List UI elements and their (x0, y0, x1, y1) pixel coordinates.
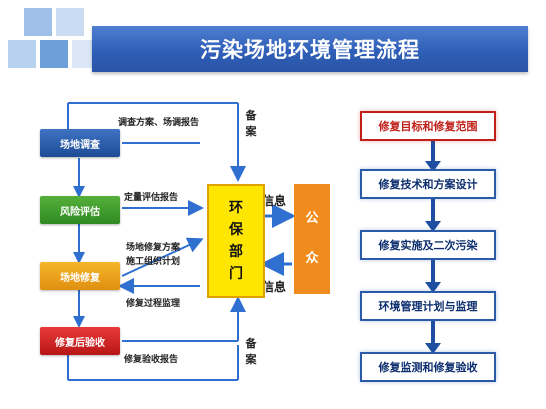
title-bar: 污染场地环境管理流程 (92, 26, 528, 72)
env-department-label: 环保部门 (229, 200, 243, 282)
label-info-bottom: 信息 (262, 280, 287, 294)
step-site-remediation: 场地修复 (40, 262, 120, 290)
right-step-3: 修复实施及二次污染 (360, 230, 496, 260)
page-title: 污染场地环境管理流程 (200, 37, 420, 62)
label-filing-bottom: 备案 (245, 337, 257, 366)
label-info-top: 信息 (262, 194, 287, 208)
step-label: 场地调查 (60, 139, 100, 151)
step-risk-assessment: 风险评估 (40, 196, 120, 224)
label-acceptance-report: 修复验收报告 (124, 355, 179, 365)
step-label: 场地修复 (60, 272, 100, 284)
decor-square-2 (56, 8, 84, 36)
label-filing-top: 备案 (245, 109, 257, 138)
right-step-4: 环境管理计划与监理 (360, 291, 496, 321)
label-process-monitor: 修复过程监理 (126, 299, 181, 309)
right-step-label: 修复实施及二次污染 (378, 239, 478, 252)
right-step-label: 修复目标和修复范围 (378, 120, 478, 133)
label-risk-report: 定量评估报告 (124, 193, 179, 203)
public-label: 公众 (305, 211, 319, 266)
right-step-label: 修复技术和方案设计 (378, 178, 478, 191)
label-plan-1: 场地修复方案 (126, 243, 181, 253)
right-step-label: 修复监测和修复验收 (378, 361, 478, 374)
env-department-box: 环保部门 (207, 184, 265, 298)
decor-square-5 (72, 40, 92, 68)
decor-square-4 (40, 40, 68, 68)
public-box: 公众 (294, 184, 330, 294)
step-post-remediation-acceptance: 修复后验收 (40, 327, 120, 355)
right-step-label: 环境管理计划与监理 (378, 300, 478, 313)
step-site-investigation: 场地调查 (40, 129, 120, 157)
step-label: 修复后验收 (55, 337, 105, 349)
right-step-1: 修复目标和修复范围 (360, 111, 496, 141)
right-step-5: 修复监测和修复验收 (360, 352, 496, 382)
label-plan-2: 施工组织计划 (126, 257, 181, 267)
right-step-2: 修复技术和方案设计 (360, 169, 496, 199)
label-survey-report: 调查方案、场调报告 (118, 118, 200, 128)
step-label: 风险评估 (60, 206, 100, 218)
decor-square-1 (24, 8, 52, 36)
decor-square-3 (8, 40, 36, 68)
